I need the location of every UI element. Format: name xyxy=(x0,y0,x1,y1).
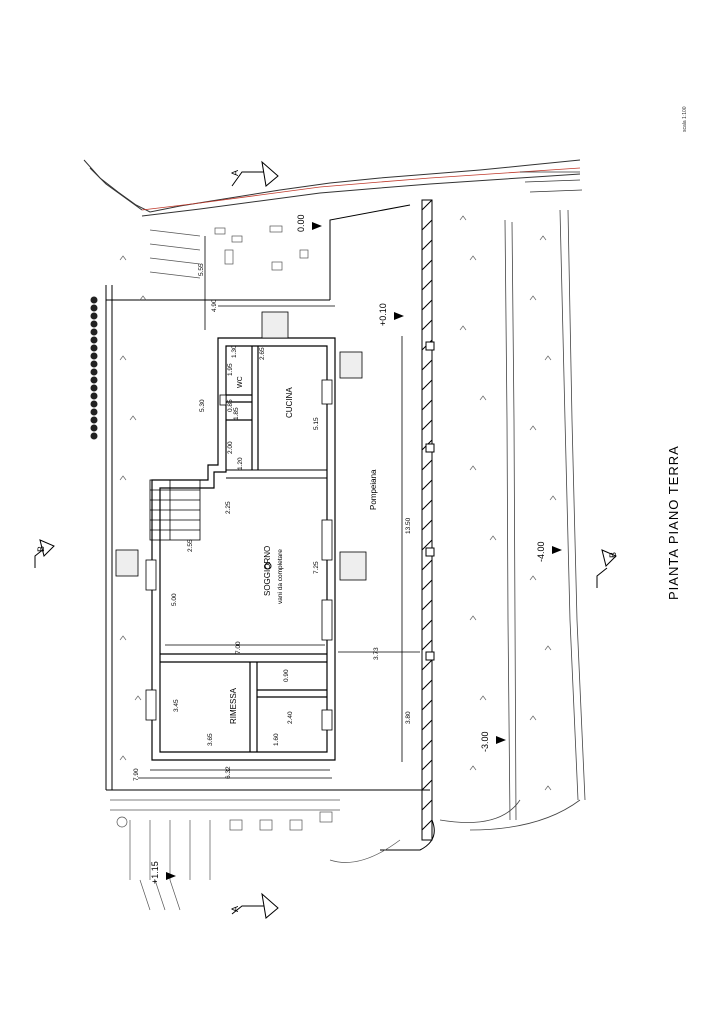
level-marker-garden: +1.15 xyxy=(150,861,176,884)
dimension-texts: 5.55 4.90 13.50 3.73 3.80 7.90 6.32 5.15… xyxy=(133,263,412,781)
staircase xyxy=(149,479,201,541)
stone-boundary-wall xyxy=(83,159,583,217)
dim-wing-width: 5.30 xyxy=(199,399,206,412)
dim-house-inner: 6.32 xyxy=(225,766,232,779)
dim-soggiorno-width: 5.00 xyxy=(171,593,178,606)
garden-bottom xyxy=(110,799,401,911)
dim-wc-a: 1.30 xyxy=(231,345,238,358)
room-label-soggiorno: SOGGIORNO xyxy=(263,546,272,596)
dim-terrace-end: 3.73 xyxy=(373,647,380,660)
dim-store-a: 0.90 xyxy=(283,669,290,682)
level-marker-field-low: -3.00 xyxy=(480,731,506,752)
dim-soggiorno-length: 7.25 xyxy=(313,561,320,574)
terrace-retaining-walls xyxy=(380,199,435,851)
dim-wc-c: 1.85 xyxy=(233,407,240,420)
level-field-low-label: -3.00 xyxy=(480,731,490,752)
dim-house-total: 7.90 xyxy=(133,768,140,781)
terrace-label: Pompeiana xyxy=(369,469,378,510)
section-label-b-left: B xyxy=(36,546,46,552)
dim-rimessa-length: 3.45 xyxy=(173,699,180,712)
garden-top xyxy=(149,225,309,279)
dim-cucina-length: 5.15 xyxy=(313,417,320,430)
dim-store-c: 1.60 xyxy=(273,733,280,746)
dim-site-width: 5.55 xyxy=(198,263,205,276)
section-label-a-top: A xyxy=(230,170,240,176)
openings xyxy=(145,379,333,731)
dim-entry-width: 4.90 xyxy=(211,299,218,312)
grass-marks xyxy=(119,215,557,791)
level-marker-field-mid: -4.00 xyxy=(536,541,562,562)
room-label-wc: WC xyxy=(237,376,244,388)
dim-stair-b: 2.55 xyxy=(187,539,194,552)
dim-stair-a: 2.25 xyxy=(225,501,232,514)
level-field-mid-label: -4.00 xyxy=(536,541,546,562)
section-marker-a-top: A xyxy=(230,160,279,187)
section-marker-b-left: B xyxy=(34,539,55,568)
level-marker-road: 0.00 xyxy=(296,214,322,232)
dim-cucina-width: 2.65 xyxy=(259,347,266,360)
dim-store-b: 2.40 xyxy=(287,711,294,724)
site-boundary xyxy=(105,204,430,791)
dim-terrace-length: 13.50 xyxy=(405,517,412,534)
level-road-label: 0.00 xyxy=(296,214,306,232)
field-terraces xyxy=(439,209,586,831)
dim-terrace-rimessa: 3.80 xyxy=(405,711,412,724)
level-garden-label: +1.15 xyxy=(150,861,160,884)
scale-note: scala 1:100 xyxy=(682,106,688,132)
hedge xyxy=(90,296,98,440)
house-walls xyxy=(151,337,336,761)
dim-wc-b: 1.95 xyxy=(227,363,234,376)
terrace-dimension-lines xyxy=(138,236,420,779)
planters xyxy=(115,311,367,581)
dim-wc-f: 1.20 xyxy=(237,457,244,470)
soggiorno-center-mark xyxy=(264,562,272,570)
dim-rimessa-width: 3.65 xyxy=(207,733,214,746)
section-label-a-bottom: A xyxy=(230,906,240,912)
level-marker-terrace: +0.10 xyxy=(378,303,404,326)
room-label-cucina: CUCINA xyxy=(285,387,294,418)
section-marker-b-right: B xyxy=(596,549,618,588)
section-label-b-right: B xyxy=(608,552,618,558)
room-label-rimessa: RIMESSA xyxy=(229,687,238,724)
dim-wc-e: 2.00 xyxy=(227,441,234,454)
sheet-title: PIANTA PIANO TERRA xyxy=(666,445,681,600)
dim-soggiorno-depth: 7.00 xyxy=(235,641,242,654)
level-terrace-label: +0.10 xyxy=(378,303,388,326)
room-note-soggiorno: vani da completare xyxy=(277,549,284,604)
section-marker-a-bottom: A xyxy=(230,892,279,919)
dim-wc-d: 0.85 xyxy=(227,399,234,412)
